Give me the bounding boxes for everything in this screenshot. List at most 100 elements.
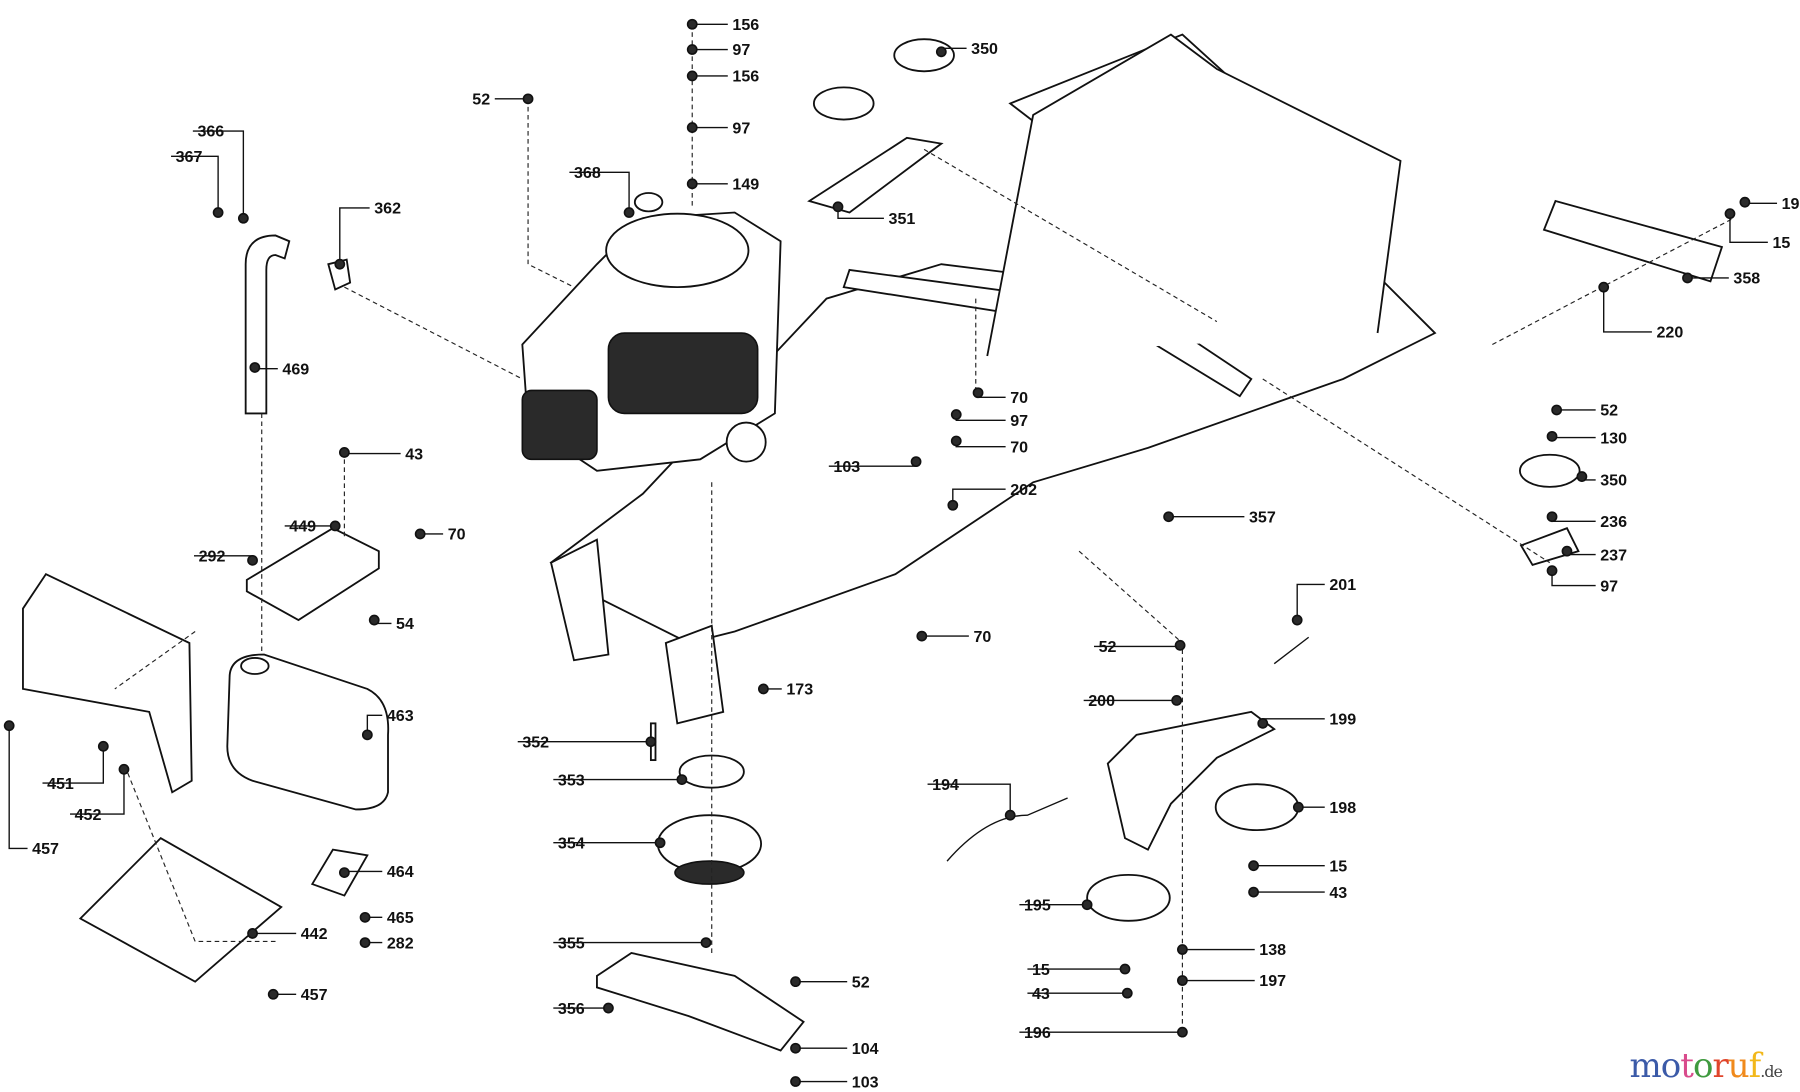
exhaust-pipe [244,234,291,415]
callout-358: 358 [1682,270,1760,288]
callout-97: 97 [686,119,750,137]
leader-line [569,171,630,213]
callout-282: 282 [359,934,414,952]
part-number-label: 357 [1249,508,1276,526]
leader-line [343,452,401,455]
callout-19: 19 [1739,195,1800,213]
leader-line [1551,436,1596,439]
fastener-icon [757,683,769,695]
fastener-icon [1561,545,1573,557]
part-number-label: 173 [786,681,813,699]
fastener-icon [1177,1026,1188,1038]
part-number-label: 15 [1329,857,1347,875]
leader-line [1262,718,1325,724]
fastener-icon [97,740,109,752]
callout-457: 457 [3,720,59,858]
pulley-350-right [1518,453,1581,488]
logo-tld: .de [1760,1062,1783,1081]
engine-top-cover [605,212,750,289]
part-number-label: 130 [1600,429,1627,447]
part-number-label: 366 [197,123,224,141]
part-number-label: 355 [558,934,585,952]
part-number-label: 350 [1600,472,1627,490]
fastener-icon [361,729,373,741]
fastener-icon [832,201,844,213]
fastener-icon [1119,963,1131,975]
callout-464: 464 [338,863,414,881]
part-number-label: 70 [1010,389,1028,407]
spring-201 [1273,636,1310,665]
fastener-icon [368,614,380,626]
fastener-icon [1292,801,1304,813]
callout-103: 103 [790,1073,879,1091]
fastener-icon [790,1076,801,1087]
fastener-icon [1739,196,1751,208]
callout-70: 70 [972,387,1028,407]
part-number-label: 43 [1329,884,1347,902]
callout-465: 465 [359,909,414,927]
callout-97: 97 [1546,565,1618,595]
part-number-label: 97 [1010,412,1028,430]
part-number-label: 442 [301,925,328,943]
fastener-icon [247,554,258,566]
part-number-label: 354 [558,834,585,852]
part-number-label: 200 [1088,692,1115,710]
fastener-icon [1598,281,1610,293]
part-number-label: 451 [47,775,74,793]
logo-letter: t [1680,1046,1694,1086]
logo-letter: r [1712,1046,1728,1086]
fastener-icon [1682,272,1693,284]
pulley-350-top-left [812,86,875,121]
fastener-icon [1177,975,1188,986]
part-number-label: 97 [1600,577,1618,595]
part-number-label: 367 [176,148,203,166]
callout-463: 463 [361,707,414,741]
plate-356 [596,951,805,1052]
callout-70: 70 [916,628,991,646]
callout-354: 354 [553,834,666,852]
pulley-198 [1214,783,1300,832]
fastener-icon [700,937,712,949]
part-number-label: 52 [472,91,490,109]
oil-cap [633,192,664,213]
part-number-label: 156 [732,68,759,86]
fastener-icon [1257,717,1269,729]
part-number-label: 194 [932,776,959,794]
callout-97: 97 [686,41,750,59]
fastener-icon [950,435,962,447]
part-number-label: 368 [574,164,601,182]
part-number-label: 70 [1010,438,1028,456]
fastener-icon [1546,511,1558,523]
fastener-icon [1576,471,1588,482]
fastener-icon [790,976,801,988]
part-number-label: 103 [852,1073,879,1091]
fastener-icon [267,988,279,1000]
parts-drawing [22,33,1724,1052]
part-number-label: 237 [1600,546,1627,564]
fastener-icon [1291,614,1303,626]
part-number-label: 97 [732,41,750,59]
fastener-icon [972,387,984,399]
part-number-label: 201 [1329,576,1356,594]
callout-451: 451 [42,740,109,793]
callout-198: 198 [1292,799,1356,817]
callout-43: 43 [1027,985,1133,1003]
part-number-label: 353 [558,771,585,789]
leader-line [1296,583,1325,621]
callout-43: 43 [338,445,423,463]
fastener-icon [947,499,959,511]
fastener-icon [686,44,698,55]
fastener-icon [603,1002,614,1014]
part-number-label: 70 [973,628,991,646]
fastener-icon [329,520,341,532]
part-number-label: 103 [833,458,860,476]
part-number-label: 197 [1259,972,1286,990]
part-number-label: 350 [971,40,998,58]
fastener-icon [338,867,350,878]
callout-149: 149 [686,176,759,194]
fastener-icon [237,212,249,224]
callout-355: 355 [553,934,712,952]
fastener-icon [916,630,928,642]
callout-357: 357 [1163,508,1276,526]
callout-469: 469 [249,360,309,378]
